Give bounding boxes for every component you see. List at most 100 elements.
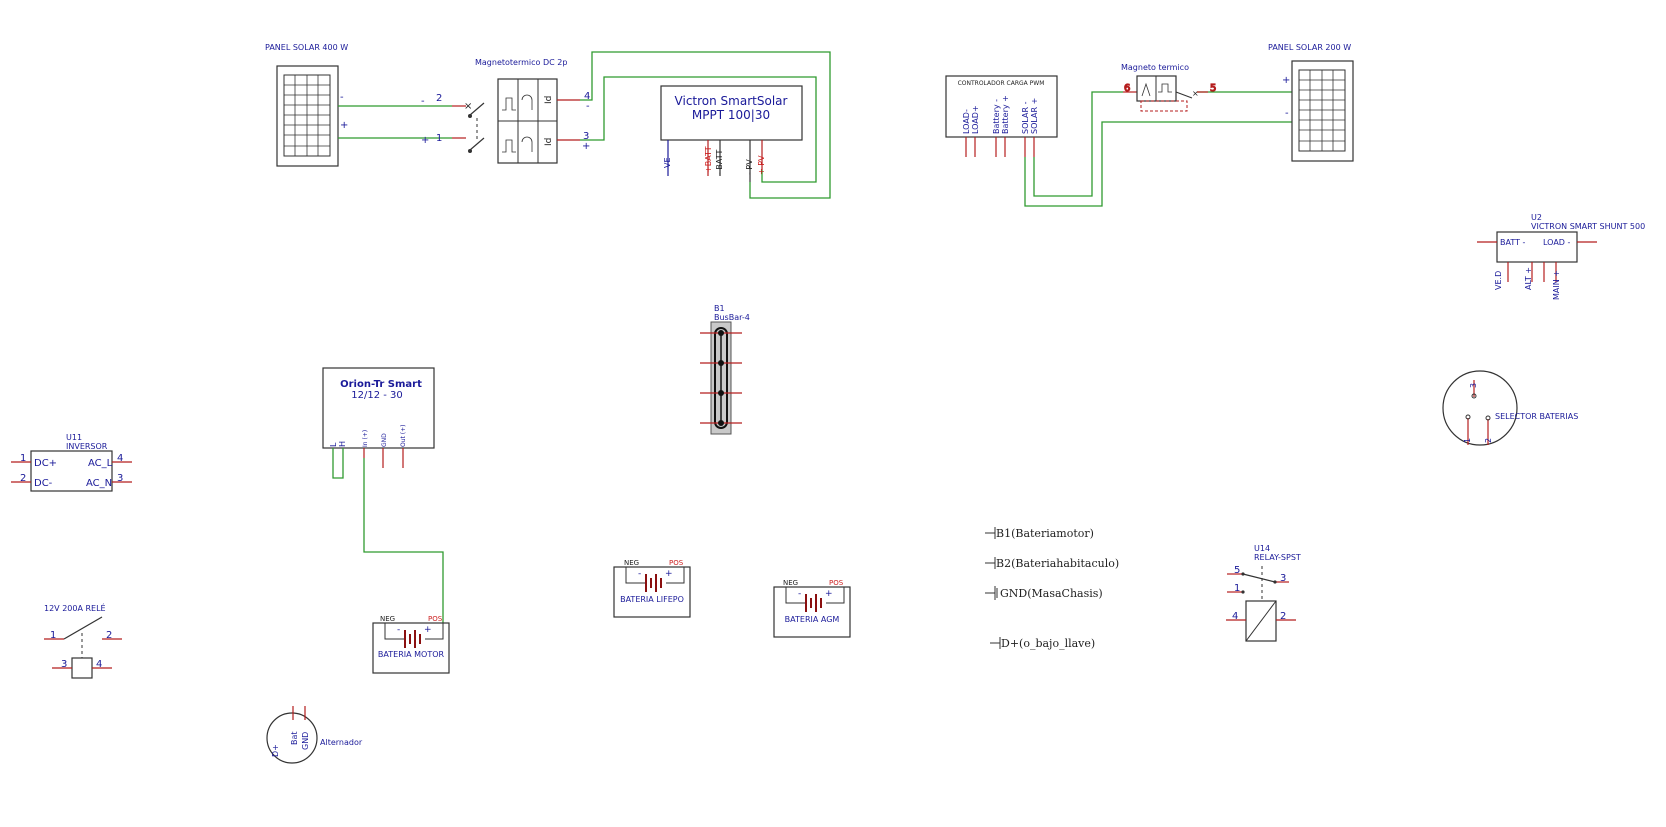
bat-lifepo-body	[613, 566, 691, 618]
relay-spst[interactable]: U14 RELAY-SPST 5 1 3 4 2	[1226, 544, 1301, 642]
pwm-controller[interactable]: CONTROLADOR CARGA PWM LOAD- LOAD+ Batter…	[945, 75, 1058, 157]
bat-lifepo-pos: POS	[669, 559, 684, 567]
breaker-pin-2: 2	[436, 93, 442, 104]
relay-spst-coil	[1245, 600, 1277, 642]
mppt-pin-pv-pos: + PV	[757, 155, 766, 175]
shunt-pin-alt: ALT +	[1524, 267, 1533, 290]
solar-panel-400w[interactable]: PANEL SOLAR 400 W - +	[265, 43, 348, 167]
selector-body	[1442, 370, 1518, 446]
shunt-batt-label: BATT -	[1500, 238, 1526, 247]
inversor-ac-n: AC_N	[86, 478, 112, 489]
shunt-ref: U2	[1531, 213, 1542, 222]
breaker2-x-icon: ×	[1192, 89, 1199, 98]
mppt-controller[interactable]: Victron SmartSolar MPPT 100|30 VE +BATT …	[660, 85, 803, 182]
shunt-name: VICTRON SMART SHUNT 500	[1531, 222, 1645, 231]
svg-text:GND(MasaChasis): GND(MasaChasis)	[1000, 587, 1103, 600]
breaker2-pin-5: 5	[1210, 83, 1216, 94]
selector-pin-1: 1	[1463, 438, 1472, 443]
panel-400-title: PANEL SOLAR 400 W	[265, 43, 348, 52]
alternator-body	[266, 712, 318, 764]
panel-200-frame	[1291, 60, 1354, 162]
shunt-pin-ved: VE.D	[1494, 271, 1503, 290]
bat-motor-neg: NEG	[380, 615, 395, 623]
selector-pin-3: 3	[1469, 383, 1478, 388]
svg-text:-: -	[638, 569, 641, 579]
inverter[interactable]: U11 INVERSOR 1 2 4 3 DC+ DC- AC_L AC_N	[11, 433, 132, 492]
smart-shunt[interactable]: U2 VICTRON SMART SHUNT 500 BATT - LOAD -…	[1477, 213, 1645, 300]
relay200-pin-3: 3	[61, 659, 67, 670]
pwm-pin-battery-neg: Battery -	[992, 99, 1001, 134]
breaker2-title: Magneto termico	[1121, 63, 1189, 72]
orion-pin-out: Out (+)	[400, 425, 407, 448]
panel-200-pin-pos: +	[1282, 75, 1290, 86]
breaker-x-icon: ×	[464, 101, 472, 112]
bat-motor-label: BATERIA MOTOR	[378, 650, 445, 659]
orion-pin-l: L	[329, 442, 338, 447]
breaker-single[interactable]: Magneto termico 6 × 5	[1121, 63, 1217, 112]
panel-200-title: PANEL SOLAR 200 W	[1268, 43, 1351, 52]
wire-pwm-panel200	[1024, 91, 1292, 207]
breaker-dc-2p[interactable]: Magnetotermico DC 2p - 2 + 1 × Id Id 4 -…	[421, 58, 590, 164]
svg-text:D+(o_bajo_llave): D+(o_bajo_llave)	[1001, 637, 1095, 650]
busbar-name: BusBar-4	[714, 313, 750, 322]
panel-400-pin-neg: -	[340, 92, 344, 103]
battery-agm[interactable]: NEG POS - + BATERIA AGM	[773, 579, 851, 638]
breaker-pin-m4: +	[582, 141, 590, 152]
bat-agm-body	[773, 586, 851, 638]
busbar-ref: B1	[714, 304, 725, 313]
panel-400-pin-pos: +	[340, 120, 348, 131]
pwm-pin-battery-pos: Battery +	[1001, 95, 1010, 134]
svg-text:+: +	[825, 589, 833, 599]
alternator-pin-gnd: GND	[301, 732, 310, 750]
alternator-label: Alternador	[320, 738, 363, 747]
mppt-pin-batt-neg: - BATT	[715, 149, 724, 175]
relay200-pin-1: 1	[50, 630, 56, 641]
bat-agm-cells-icon	[805, 594, 822, 612]
breaker-pin-m3: -	[586, 101, 590, 112]
breaker-pin-4: 4	[584, 91, 590, 102]
relay-spst-pin-5: 5	[1234, 565, 1240, 576]
net-label-b2[interactable]: B2(Bateriahabitaculo)	[985, 557, 1119, 570]
net-label-gnd[interactable]: GND(MasaChasis)	[985, 586, 1103, 600]
svg-text:B2(Bateriahabitaculo): B2(Bateriahabitaculo)	[996, 557, 1119, 570]
relay-spst-pin-2: 2	[1280, 611, 1286, 622]
panel-200-pin-neg: -	[1285, 108, 1289, 119]
alternator-pin-dplus: D+	[271, 744, 280, 757]
pwm-pin-solar-pos: SOLAR +	[1030, 98, 1039, 134]
relay200-pin-2: 2	[106, 630, 112, 641]
breaker2-pin-6: 6	[1124, 83, 1130, 94]
net-label-b1[interactable]: B1(Bateriamotor)	[985, 527, 1094, 540]
net-label-dplus[interactable]: D+(o_bajo_llave)	[990, 637, 1095, 650]
solar-panel-200w[interactable]: PANEL SOLAR 200 W + -	[1268, 43, 1354, 162]
bat-lifepo-label: BATERIA LIFEPO	[620, 595, 684, 604]
mppt-line1: Victron SmartSolar	[675, 94, 788, 108]
svg-text:+: +	[424, 625, 432, 635]
panel-400-frame	[276, 65, 339, 167]
mppt-pin-pv-neg: - PV	[745, 159, 754, 175]
inversor-dc-pos: DC+	[34, 458, 57, 469]
relay200-pin-4: 4	[96, 659, 102, 670]
relay-spst-name: RELAY-SPST	[1254, 553, 1301, 562]
bat-lifepo-neg: NEG	[624, 559, 639, 567]
battery-motor[interactable]: NEG POS - + BATERIA MOTOR	[372, 615, 450, 674]
bat-motor-body	[372, 622, 450, 674]
relay-spst-pin-3: 3	[1280, 573, 1286, 584]
relay200-coil	[71, 657, 93, 679]
orion-converter[interactable]: Orion-Tr Smart 12/12 - 30 L H In (+) GND…	[322, 367, 435, 479]
panel-400-cells-icon	[284, 75, 330, 156]
busbar-4[interactable]: B1 BusBar-4	[700, 304, 750, 435]
relay-200a[interactable]: 12V 200A RELÉ 1 2 3 4	[44, 602, 122, 679]
net-labels: B1(Bateriamotor) B2(Bateriahabitaculo) G…	[985, 527, 1119, 650]
battery-lifepo[interactable]: NEG POS - + BATERIA LIFEPO	[613, 559, 691, 618]
wire-breaker-mppt	[580, 51, 831, 199]
bat-motor-pos: POS	[428, 615, 443, 623]
breaker-dc-title: Magnetotermico DC 2p	[475, 58, 567, 67]
breaker-id-2: Id	[544, 138, 554, 146]
pwm-pin-load-neg: LOAD-	[962, 109, 971, 134]
pwm-pins: LOAD- LOAD+ Battery - Battery + SOLAR - …	[962, 95, 1039, 157]
shunt-load-label: LOAD -	[1543, 238, 1571, 247]
alternator[interactable]: D+ Bat GND Alternador	[266, 706, 363, 764]
battery-selector[interactable]: 3 1 2 SELECTOR BATERIAS	[1442, 370, 1578, 446]
orion-line1: Orion-Tr Smart	[340, 379, 422, 390]
